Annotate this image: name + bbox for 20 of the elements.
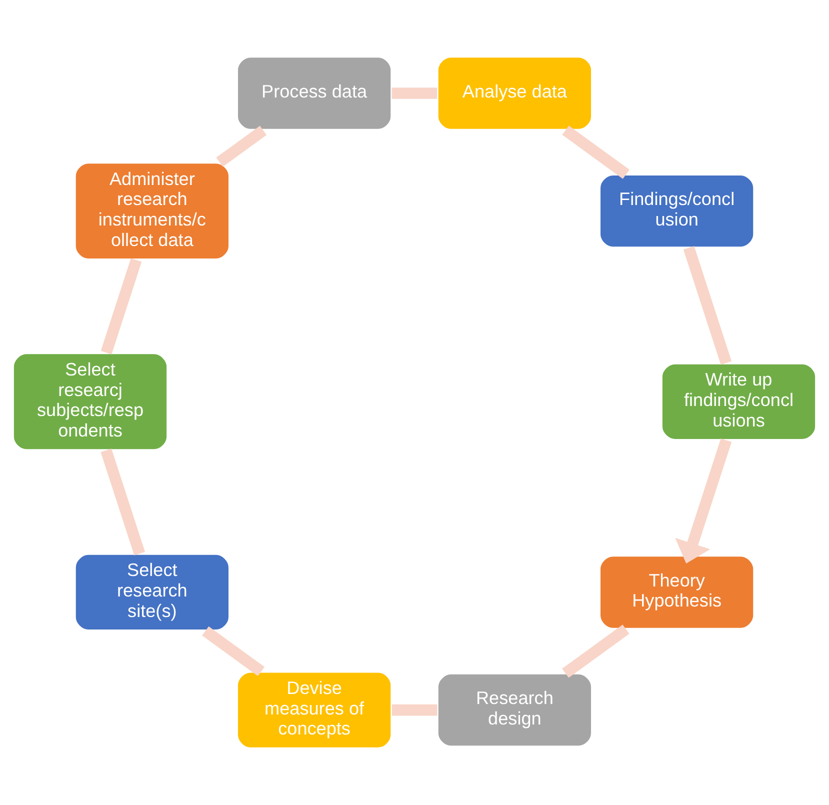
connector bbox=[683, 246, 732, 365]
connector bbox=[100, 258, 142, 354]
arrow bbox=[675, 438, 732, 564]
node-box: Write up findings/concl usions bbox=[660, 362, 818, 442]
connector bbox=[392, 88, 438, 99]
connector bbox=[562, 126, 630, 179]
node-box: Select researcj subjects/resp ondents bbox=[12, 352, 169, 452]
node-box: Select research site(s) bbox=[74, 552, 231, 632]
node-box: Process data bbox=[236, 55, 393, 132]
node-box: Theory Hypothesis bbox=[598, 554, 756, 630]
node-box: Administer research instruments/c ollect data bbox=[74, 161, 231, 261]
node-box: Analyse data bbox=[436, 55, 594, 132]
node-box: Findings/concl usion bbox=[598, 173, 756, 249]
node-box: Devise measures of concepts bbox=[236, 670, 393, 750]
connector bbox=[100, 448, 146, 556]
node-box: Research design bbox=[436, 672, 594, 748]
connector bbox=[216, 126, 267, 167]
connector bbox=[392, 704, 438, 716]
connector bbox=[562, 624, 630, 678]
connector bbox=[202, 626, 265, 676]
